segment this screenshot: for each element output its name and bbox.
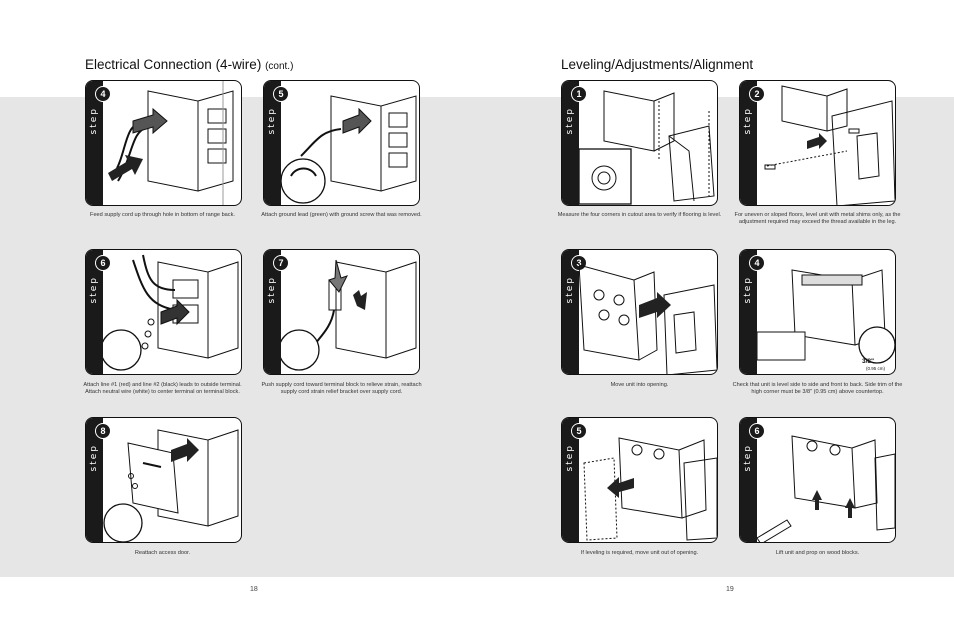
step-panel-3-leveling: step 3 (561, 249, 718, 375)
step-7-caption: Push supply cord toward terminal block t… (261, 382, 422, 396)
step-number: 4 (95, 86, 111, 102)
page-number-left: 18 (250, 586, 258, 593)
step-panel-6-electrical: step 6 (85, 249, 242, 375)
step-label: step (565, 276, 575, 304)
step-panel-5-electrical: step 5 (263, 80, 420, 206)
access-door-illustration (103, 429, 239, 542)
step-number: 4 (749, 255, 765, 271)
step-strip (740, 81, 757, 205)
cord-feed-illustration (108, 81, 234, 205)
left-section-heading: Electrical Connection (4-wire) (cont.) (85, 57, 294, 72)
step-label: step (565, 444, 575, 472)
step-4-leveling-caption: Check that unit is level side to side an… (732, 382, 903, 396)
three-eighths-callout: 3/8" (862, 358, 875, 365)
step-strip (740, 250, 757, 374)
step-number: 6 (95, 255, 111, 271)
cm-callout: (0.95 cm) (866, 366, 886, 371)
step-number: 5 (571, 423, 587, 439)
step-strip (86, 81, 103, 205)
step-strip (562, 418, 579, 542)
step-panel-1-leveling: step 1 (561, 80, 718, 206)
line-lead-illustration (103, 254, 239, 371)
step-label: step (565, 107, 575, 135)
step-label: step (743, 276, 753, 304)
step-4-caption: Feed supply cord up through hole in bott… (90, 212, 235, 218)
step-number: 2 (749, 86, 765, 102)
step-panel-6-leveling: step 6 (739, 417, 896, 543)
ground-screw-illustration (281, 95, 417, 204)
measure-corners-illustration (579, 90, 715, 205)
step-1-caption: Measure the four corners in cutout area … (557, 212, 722, 218)
step-number: 7 (273, 255, 289, 271)
page-number-right: 19 (726, 586, 734, 593)
step-number: 1 (571, 86, 587, 102)
step-5-leveling-caption: If leveling is required, move unit out o… (580, 550, 699, 556)
step-panel-5-leveling: step 5 (561, 417, 718, 543)
step-6-leveling-caption: Lift unit and prop on wood blocks. (775, 550, 860, 556)
move-out-illustration (583, 437, 717, 541)
step-strip (264, 81, 281, 205)
step-2-caption: For uneven or sloped floors, level unit … (734, 212, 901, 226)
step-strip (86, 418, 103, 542)
step-8-caption: Reattach access door. (134, 550, 191, 556)
step-panel-2-leveling: step 2 (739, 80, 896, 206)
step-label: step (89, 276, 99, 304)
step-label: step (267, 107, 277, 135)
step-label: step (89, 107, 99, 135)
step-panel-7-electrical: step 7 (263, 249, 420, 375)
step-label: step (743, 444, 753, 472)
right-section-heading: Leveling/Adjustments/Alignment (561, 57, 754, 72)
step-label: step (267, 276, 277, 304)
step-strip (740, 418, 757, 542)
strain-relief-illustration (281, 259, 417, 371)
step-label: step (743, 107, 753, 135)
metal-shims-illustration (764, 85, 895, 205)
step-number: 5 (273, 86, 289, 102)
step-strip (562, 81, 579, 205)
level-check-illustration (757, 269, 895, 364)
step-number: 8 (95, 423, 111, 439)
step-strip (562, 250, 579, 374)
step-6-caption: Attach line #1 (red) and line #2 (black)… (83, 382, 242, 396)
step-3-caption: Move unit into opening. (610, 382, 669, 388)
step-strip (264, 250, 281, 374)
step-number: 6 (749, 423, 765, 439)
step-panel-8-electrical: step 8 (85, 417, 242, 543)
move-into-opening-illustration (579, 264, 717, 374)
step-label: step (89, 444, 99, 472)
wood-blocks-illustration (757, 435, 895, 542)
step-panel-4-electrical: step 4 (85, 80, 242, 206)
step-panel-4-leveling: step 4 3/8" (0.95 cm) (739, 249, 896, 375)
step-5-caption: Attach ground lead (green) with ground s… (261, 212, 422, 218)
step-strip (86, 250, 103, 374)
